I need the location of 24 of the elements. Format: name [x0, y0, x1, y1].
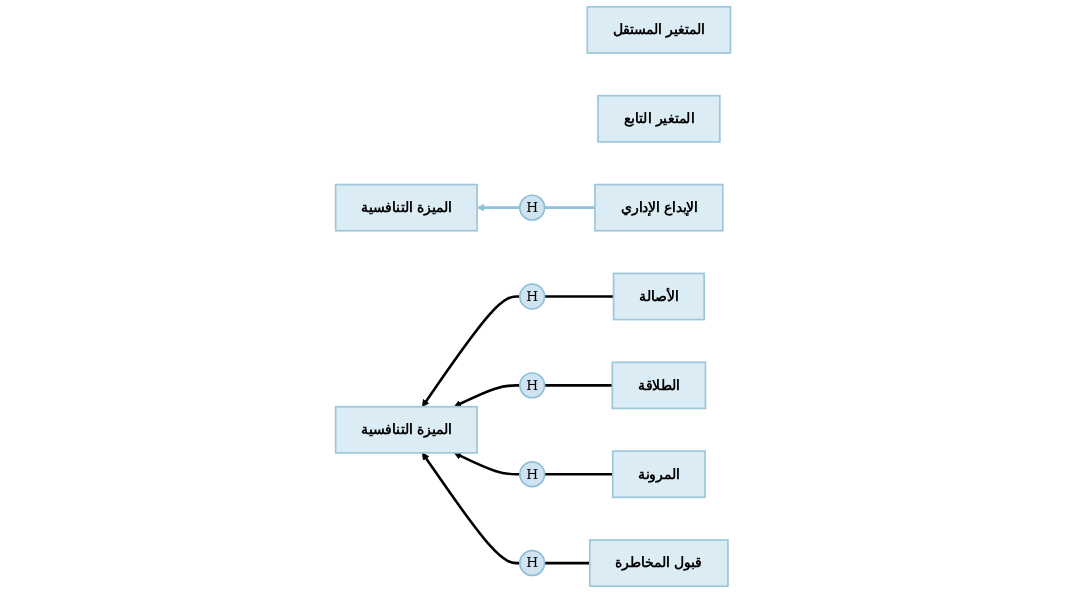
- node-circle: H: [519, 372, 546, 399]
- node-circle: H: [519, 283, 546, 310]
- connector: [545, 206, 596, 209]
- connector: [545, 472, 614, 476]
- arrow: [454, 452, 521, 476]
- node-box: الميزة التنافسية: [335, 183, 479, 232]
- connector: [545, 561, 591, 565]
- arrow: [422, 295, 521, 408]
- arrow: [477, 203, 521, 212]
- connector: [545, 384, 613, 387]
- node-circle: H: [519, 461, 546, 488]
- node-box: قبول المخاطرة: [589, 539, 730, 587]
- node-box: المتغير المستقل: [586, 6, 732, 54]
- node-box: الأصالة: [613, 272, 706, 321]
- connector: [545, 295, 615, 298]
- node-box: الطلاقة: [611, 361, 707, 410]
- arrow: [454, 384, 521, 408]
- node-circle: H: [519, 194, 546, 221]
- node-circle: H: [519, 549, 546, 577]
- node-box: المتغير التابع: [597, 94, 722, 143]
- node-box: الميزة التنافسية: [335, 405, 479, 454]
- node-box: المرونة: [612, 450, 707, 499]
- arrow: [422, 452, 521, 565]
- node-box: الإبداع الإداري: [594, 183, 725, 232]
